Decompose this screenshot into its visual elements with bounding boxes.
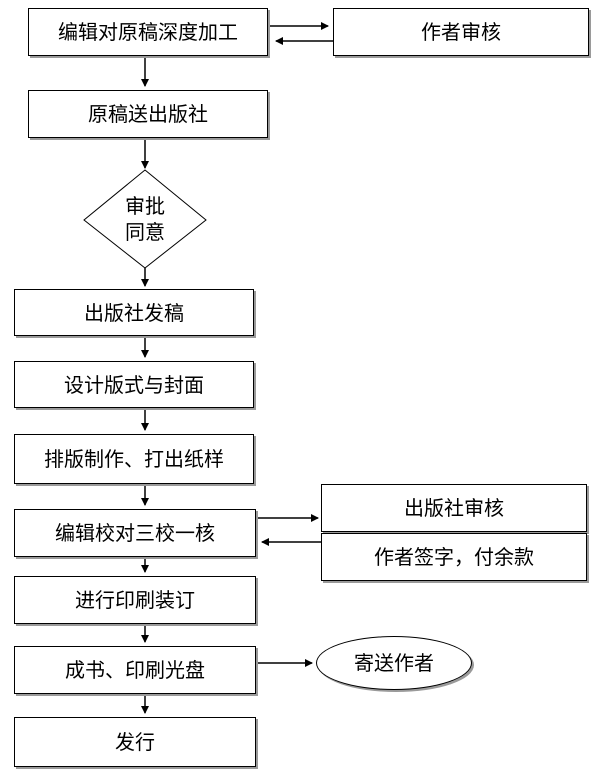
design-layout-label: 设计版式与封面	[64, 372, 204, 397]
approval-label: 审批 同意	[115, 193, 175, 245]
distribute-label: 发行	[115, 730, 155, 754]
print-bind-label: 进行印刷装订	[75, 588, 195, 612]
author-sign-box: 作者签字，付余款	[321, 533, 587, 581]
press-release-label: 出版社发稿	[84, 300, 184, 325]
send-to-press-box: 原稿送出版社	[28, 90, 268, 138]
edit-original-label: 编辑对原稿深度加工	[58, 20, 238, 44]
proofread-label: 编辑校对三校一核	[55, 521, 215, 545]
author-sign-label: 作者签字，付余款	[374, 545, 534, 569]
edit-original-box: 编辑对原稿深度加工	[28, 8, 268, 56]
mail-author-oval: 寄送作者	[316, 636, 472, 690]
book-cd-box: 成书、印刷光盘	[14, 646, 256, 694]
distribute-box: 发行	[14, 717, 256, 767]
press-release-box: 出版社发稿	[14, 289, 254, 336]
approval-label-line2: 同意	[125, 220, 165, 244]
author-review-label: 作者审核	[421, 20, 501, 44]
typeset-box: 排版制作、打出纸样	[14, 434, 254, 484]
design-layout-box: 设计版式与封面	[14, 361, 254, 408]
author-review-box: 作者审核	[333, 8, 589, 56]
approval-label-line1: 审批	[125, 194, 165, 218]
press-review-box: 出版社审核	[321, 484, 587, 532]
book-cd-label: 成书、印刷光盘	[65, 658, 205, 682]
mail-author-label: 寄送作者	[354, 651, 434, 675]
send-to-press-label: 原稿送出版社	[88, 102, 208, 126]
proofread-box: 编辑校对三校一核	[14, 509, 256, 557]
typeset-label: 排版制作、打出纸样	[44, 447, 224, 471]
print-bind-box: 进行印刷装订	[14, 576, 256, 624]
press-review-label: 出版社审核	[404, 496, 504, 520]
